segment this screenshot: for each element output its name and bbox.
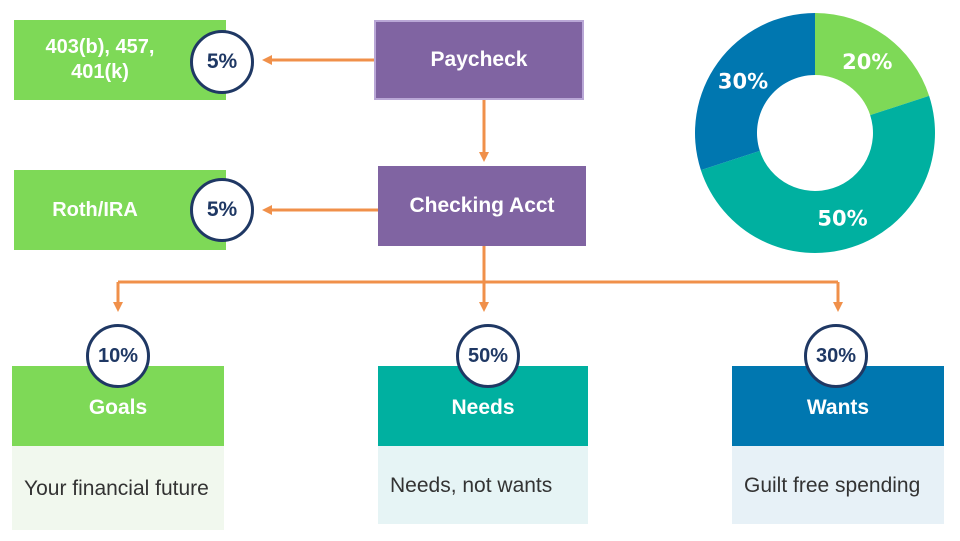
checking-account-box: Checking Acct <box>378 166 586 246</box>
goals-description: Your financial future <box>24 476 209 500</box>
donut-slice-3 <box>695 13 815 171</box>
roth-percent-badge: 5% <box>190 178 254 242</box>
needs-description: Needs, not wants <box>390 473 553 497</box>
donut-label-2: 50% <box>817 207 867 231</box>
wants-percent-badge: 30% <box>804 324 868 388</box>
paycheck-box: Paycheck <box>374 20 584 100</box>
retirement-percent-badge: 5% <box>190 30 254 94</box>
needs-percent-badge: 50% <box>456 324 520 388</box>
wants-description: Guilt free spending <box>744 473 921 497</box>
wants-label: Wants <box>806 396 870 419</box>
donut-slice-2 <box>700 95 935 253</box>
retirement-account-box: 403(b), 457, 401(k) <box>14 20 226 100</box>
goals-description-box: Your financial future <box>12 446 224 530</box>
paycheck-label: Paycheck <box>430 48 528 71</box>
needs-header: Needs <box>378 366 588 446</box>
donut-label-1: 20% <box>842 50 892 74</box>
goals-label: Goals <box>88 396 148 419</box>
donut-slice-1 <box>815 13 930 116</box>
allocation-donut-chart: 20% 50% 30% <box>695 13 935 253</box>
needs-description-box: Needs, not wants <box>378 446 588 524</box>
donut-label-3: 30% <box>718 70 768 94</box>
retirement-account-label: 403(b), 457, 401(k) <box>45 36 155 83</box>
wants-description-box: Guilt free spending <box>732 446 944 524</box>
roth-ira-label: Roth/IRA <box>52 198 138 221</box>
needs-label: Needs <box>451 396 515 419</box>
checking-account-label: Checking Acct <box>409 194 555 217</box>
goals-percent-badge: 10% <box>86 324 150 388</box>
